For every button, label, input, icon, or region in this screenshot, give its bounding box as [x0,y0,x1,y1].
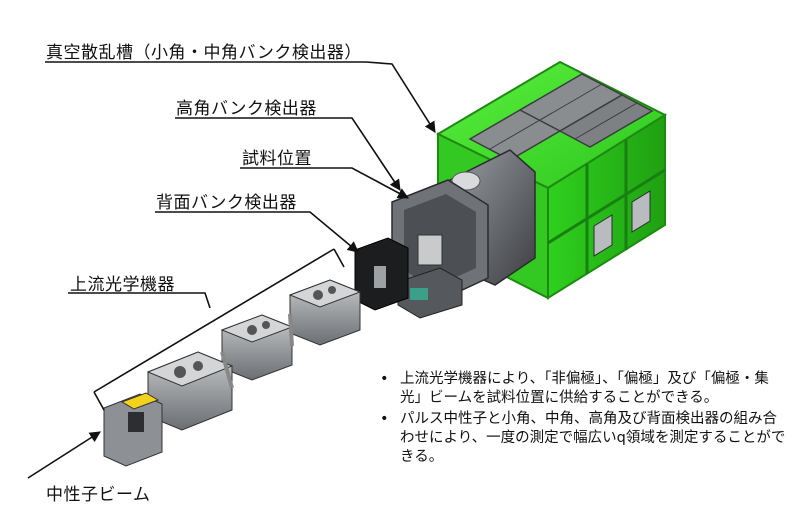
feature-notes: 上流光学機器により、「非偏極」、「偏極」及び「偏極・集光」ビームを試料位置に供給… [378,370,788,469]
leader-lines [27,61,436,479]
high-angle-bank-detector [391,179,489,306]
sample-stage [397,267,463,319]
label-sample-position: 試料位置 [242,149,312,169]
label-high-angle-bank: 高角バンク検出器 [176,99,317,119]
backscatter-bank-detector [354,237,409,311]
label-backscatter-bank: 背面バンク検出器 [156,193,297,213]
label-neutron-beam: 中性子ビーム [46,485,151,505]
detector-panels [468,73,654,161]
upstream-optics [103,279,362,467]
vacuum-tank [435,60,668,300]
note-item: 上流光学機器により、「非偏極」、「偏極」及び「偏極・集光」ビームを試料位置に供給… [378,370,788,408]
label-vacuum-tank: 真空散乱槽（小角・中角バンク検出器） [46,43,362,63]
note-item: パルス中性子と小角、中角、高角及び背面検出器の組み合わせにより、一度の測定で幅広… [378,410,788,467]
label-upstream-optics: 上流光学機器 [70,275,175,295]
